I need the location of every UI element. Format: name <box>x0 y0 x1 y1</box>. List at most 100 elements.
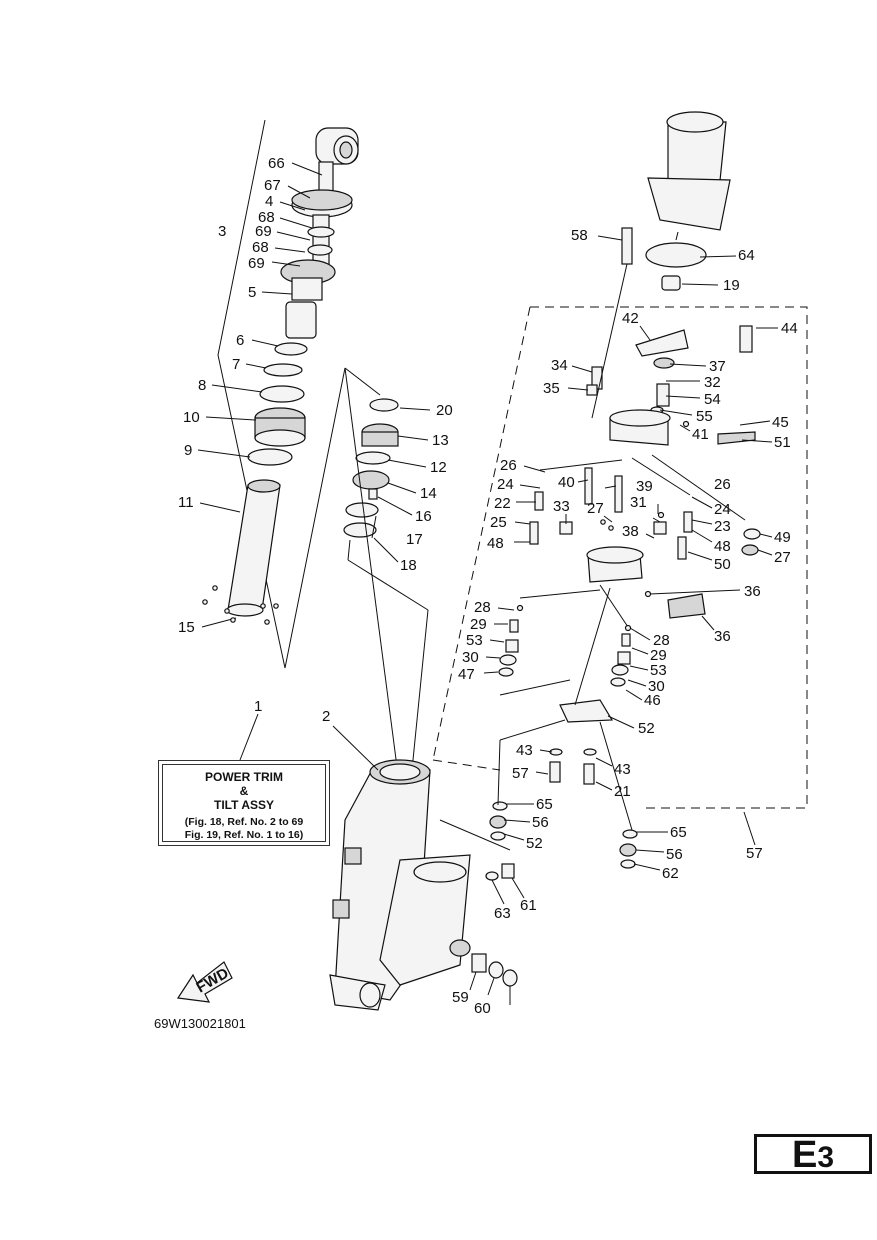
callout-label: 17 <box>406 531 423 548</box>
callout-label: 41 <box>692 426 709 443</box>
callout-label: 53 <box>650 662 667 679</box>
callout-label: 54 <box>704 391 721 408</box>
callout-label: 67 <box>264 177 281 194</box>
pump-assembly-dashed-box <box>432 306 808 846</box>
callout-label: 26 <box>500 457 517 474</box>
callout-label: 28 <box>474 599 491 616</box>
callout-label: 52 <box>526 835 543 852</box>
callout-label: 50 <box>714 556 731 573</box>
callout-label: 20 <box>436 402 453 419</box>
callout-label: 8 <box>198 377 206 394</box>
callout-label: 18 <box>400 557 417 574</box>
callout-label: 25 <box>490 514 507 531</box>
callout-label: 42 <box>622 310 639 327</box>
callout-label: 52 <box>638 720 655 737</box>
callout-label: 16 <box>415 508 432 525</box>
callout-label: 5 <box>248 284 256 301</box>
callout-label: 36 <box>714 628 731 645</box>
callout-label: 13 <box>432 432 449 449</box>
assembly-title-line-3: TILT ASSY <box>214 798 274 812</box>
callout-label: 27 <box>774 549 791 566</box>
callout-label: 27 <box>587 500 604 517</box>
callout-label: 56 <box>532 814 549 831</box>
callout-label: 26 <box>714 476 731 493</box>
callout-label: 37 <box>709 358 726 375</box>
callout-label: 61 <box>520 897 537 914</box>
figure-code: 69W130021801 <box>154 1016 246 1031</box>
callout-label: 44 <box>781 320 798 337</box>
callout-label: 40 <box>558 474 575 491</box>
callout-label: 59 <box>452 989 469 1006</box>
callout-label: 30 <box>648 678 665 695</box>
callout-label: 68 <box>252 239 269 256</box>
callout-label: 49 <box>774 529 791 546</box>
callout-label: 64 <box>738 247 755 264</box>
assembly-info-inner: POWER TRIM & TILT ASSY (Fig. 18, Ref. No… <box>162 764 326 842</box>
callout-label: 31 <box>630 494 647 511</box>
callout-label: 65 <box>670 824 687 841</box>
callout-label: 24 <box>497 476 514 493</box>
callout-label: 43 <box>516 742 533 759</box>
callout-label: 53 <box>466 632 483 649</box>
callout-label: 23 <box>714 518 731 535</box>
callout-label: 9 <box>184 442 192 459</box>
pump-parts <box>471 227 761 987</box>
assembly-ref-line-2: Fig. 19, Ref. No. 1 to 16) <box>184 829 304 841</box>
callout-label: 15 <box>178 619 195 636</box>
callout-label: 62 <box>662 865 679 882</box>
callout-label: 10 <box>183 409 200 426</box>
callout-label: 1 <box>254 698 262 715</box>
tilt-cylinder <box>226 479 281 617</box>
callout-label: 21 <box>614 783 631 800</box>
callout-label: 22 <box>494 495 511 512</box>
callout-labels: 66 67 4 68 69 3 68 69 5 6 7 8 10 9 11 15… <box>178 155 798 1017</box>
callout-label: 60 <box>474 1000 491 1017</box>
page-code-number: 3 <box>817 1141 835 1174</box>
guide-lines-center <box>344 367 429 791</box>
motor-assembly <box>645 111 731 291</box>
callout-label: 11 <box>178 494 194 511</box>
guide-lines-right <box>439 263 746 851</box>
callout-label: 24 <box>714 501 731 518</box>
callout-label: 48 <box>714 538 731 555</box>
assembly-title-line-2: & <box>239 784 249 798</box>
callout-label: 7 <box>232 356 240 373</box>
callout-label: 29 <box>470 616 487 633</box>
callout-label: 6 <box>236 332 244 349</box>
piston-rod-assembly <box>263 127 359 377</box>
callout-label: 66 <box>268 155 285 172</box>
small-balls <box>202 420 690 632</box>
callout-label: 33 <box>553 498 570 515</box>
callout-label: 55 <box>696 408 713 425</box>
callout-label: 43 <box>614 761 631 778</box>
cylinder-body <box>329 759 471 1011</box>
page-code-box: E3 <box>754 1134 872 1174</box>
fwd-arrow-icon: FWD <box>176 961 233 1003</box>
callout-label: 51 <box>774 434 791 451</box>
assembly-info-box: POWER TRIM & TILT ASSY (Fig. 18, Ref. No… <box>158 760 330 846</box>
seal-stack-center <box>343 398 399 538</box>
leader-lines <box>197 162 778 1005</box>
seal-rings-left <box>247 385 306 466</box>
callout-label: 34 <box>551 357 568 374</box>
callout-label: 47 <box>458 666 475 683</box>
callout-label: 48 <box>487 535 504 552</box>
callout-label: 39 <box>636 478 653 495</box>
callout-label: 2 <box>322 708 330 725</box>
callout-label: 57 <box>512 765 529 782</box>
assembly-title-line-1: POWER TRIM <box>205 770 283 784</box>
callout-label: 36 <box>744 583 761 600</box>
callout-label: 28 <box>653 632 670 649</box>
callout-label: 19 <box>723 277 740 294</box>
callout-label: 12 <box>430 459 447 476</box>
callout-label: 58 <box>571 227 588 244</box>
callout-label: 29 <box>650 647 667 664</box>
callout-label: 69 <box>255 223 272 240</box>
callout-label: 57 <box>746 845 763 862</box>
callout-label: 45 <box>772 414 789 431</box>
page-code-letter: E <box>791 1134 818 1176</box>
callout-label: 63 <box>494 905 511 922</box>
assembly-ref-line-1: (Fig. 18, Ref. No. 2 to 69 <box>184 816 304 828</box>
callout-label: 68 <box>258 209 275 226</box>
